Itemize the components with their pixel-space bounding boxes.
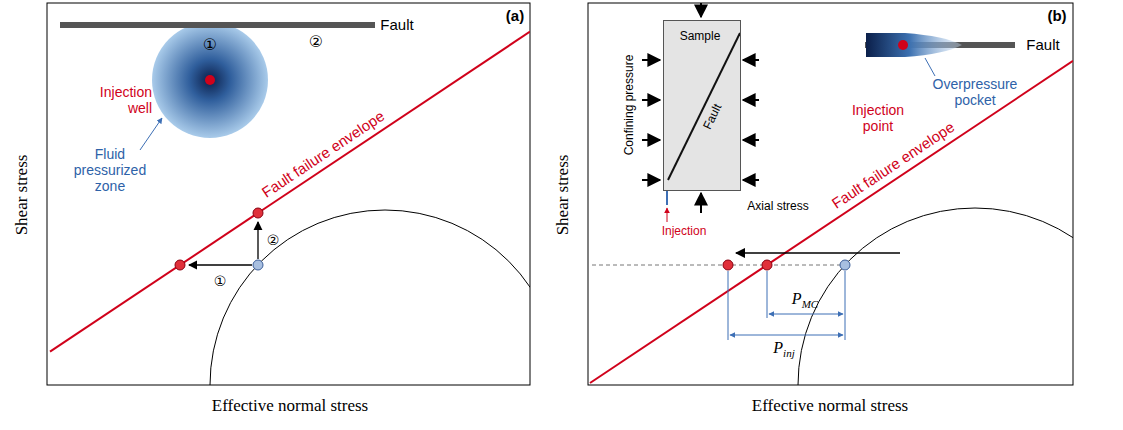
overpressure-pocket: [866, 33, 962, 57]
failure-envelope: [50, 32, 530, 352]
confining-arrow: [642, 179, 660, 181]
failure-dot: [723, 260, 733, 270]
confining-arrow: [642, 59, 660, 61]
mohr-circle: [798, 208, 1073, 385]
arrow-1: [189, 264, 252, 265]
confining-arrow: [743, 179, 759, 181]
leader-line: [140, 118, 162, 150]
dimension-arrow: [769, 314, 843, 315]
pocket-label: Overpressure pocket: [925, 76, 1025, 108]
sample-label: Sample: [680, 30, 721, 44]
sample-fault-line: [664, 21, 740, 190]
pressure-label: Pinj: [773, 339, 794, 360]
injection-well-label: Injection well: [72, 84, 152, 116]
callout-number: ②: [309, 33, 323, 51]
failure-dot: [253, 208, 263, 218]
pressure-subscript: inj: [783, 347, 795, 359]
confining-arrow: [642, 139, 660, 141]
confining-arrow: [743, 59, 759, 61]
pressure-symbol: P: [773, 339, 783, 356]
injection-point-label: Injection point: [842, 102, 914, 134]
axial-label: Axial stress: [747, 200, 808, 214]
load-arrow: [700, 193, 702, 213]
pressure-arrow: [736, 252, 900, 254]
confining-arrow: [743, 139, 759, 141]
callout-number: ①: [214, 273, 227, 289]
panel-frame: [47, 3, 530, 385]
injection-point-dot: [898, 40, 908, 50]
injection-well-dot: [205, 75, 215, 85]
mohr-circle: [210, 210, 530, 385]
fault-label: Fault: [380, 16, 413, 33]
dashed-line: [592, 265, 845, 266]
pressure-label: PMC: [792, 290, 818, 311]
leader-line: [925, 58, 935, 76]
sample-box: SampleFault: [663, 20, 741, 191]
confining-arrow: [743, 99, 759, 101]
envelope-label: Fault failure envelope: [259, 107, 388, 201]
axis-label: Shear stress: [12, 155, 32, 236]
fault-label: Fault: [1026, 36, 1059, 53]
confining-label: Confining pressure: [623, 55, 637, 156]
axis-label: Effective normal stress: [212, 396, 368, 416]
dimension-tick: [845, 271, 846, 340]
dimension-tick: [728, 271, 729, 340]
pressurized-zone: [152, 22, 268, 138]
pressure-subscript: MC: [802, 298, 819, 310]
dimension-arrow: [730, 335, 843, 336]
zone-label: Fluid pressurized zone: [63, 146, 158, 194]
panel-letter: (b): [1047, 7, 1066, 24]
arrow-2: [257, 222, 258, 259]
callout-number: ②: [267, 232, 280, 248]
failure-dot: [175, 260, 185, 270]
load-arrow: [700, 3, 702, 17]
axis-label: Shear stress: [553, 155, 573, 236]
injection-arrow: [667, 208, 668, 222]
panel-letter: (a): [506, 7, 524, 24]
confining-arrow: [642, 99, 660, 101]
fault-bar: [60, 22, 375, 28]
stress-state-dot: [840, 260, 850, 270]
failure-dot: [762, 260, 772, 270]
axis-label: Effective normal stress: [752, 396, 908, 416]
callout-number: ①: [203, 36, 217, 54]
stress-state-dot: [253, 260, 263, 270]
panel-frame: [588, 3, 1073, 385]
injection-label: Injection: [662, 225, 707, 239]
pressure-symbol: P: [792, 290, 802, 307]
dimension-tick: [767, 271, 768, 318]
